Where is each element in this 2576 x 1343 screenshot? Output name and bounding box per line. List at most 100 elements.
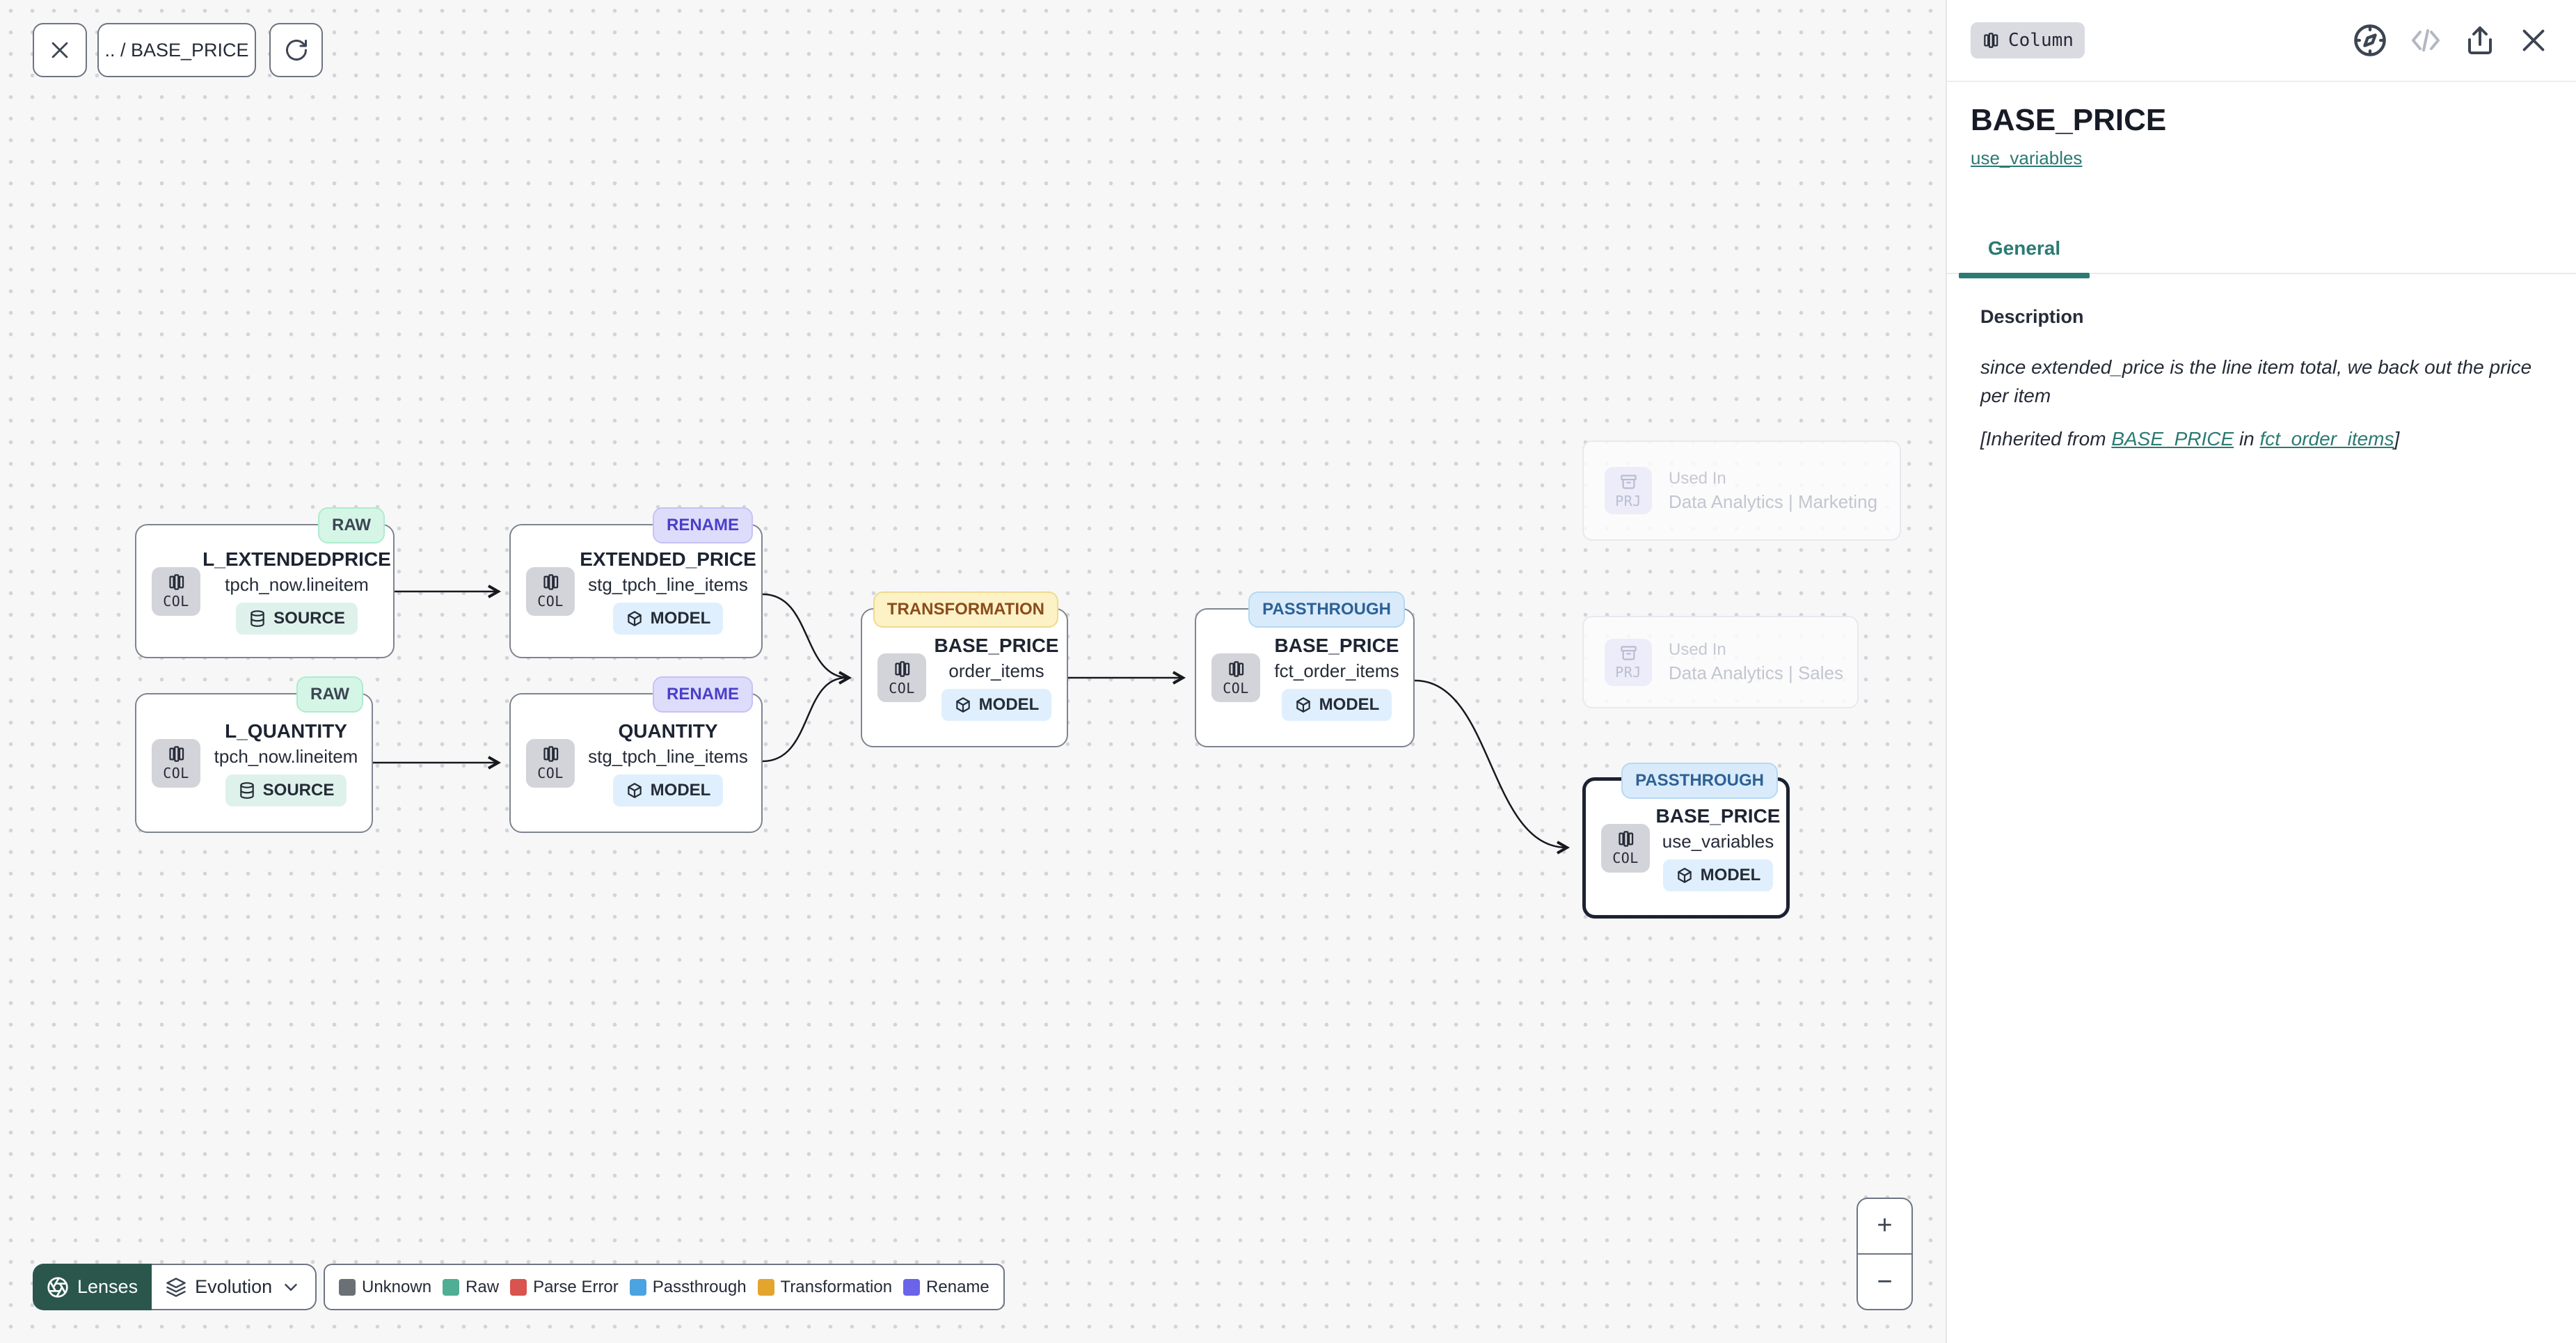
used-in-node-marketing[interactable]: PRJ Used In Data Analytics | Marketing <box>1582 440 1901 541</box>
columns-icon <box>168 746 184 762</box>
chip-label: COL <box>537 765 564 781</box>
inherited-model-link[interactable]: fct_order_items <box>2259 428 2394 450</box>
legend-item-passthrough: Passthrough <box>629 1278 747 1297</box>
chip-label: PRJ <box>1615 664 1641 681</box>
column-chip: COL <box>877 653 926 702</box>
description-heading: Description <box>1980 306 2084 327</box>
cube-icon <box>1296 697 1310 713</box>
lenses-label: Lenses <box>77 1276 138 1297</box>
column-chip: COL <box>526 566 575 616</box>
node-base-price-order-items[interactable]: TRANSFORMATION COL BASE_PRICE order_item… <box>861 591 1068 747</box>
node-title: BASE_PRICE <box>934 635 1059 656</box>
column-chip: COL <box>1601 823 1650 873</box>
node-quantity[interactable]: RENAME COL QUANTITY stg_tpch_line_items … <box>509 676 763 833</box>
share-button[interactable] <box>2463 24 2497 57</box>
archive-icon <box>1620 474 1637 489</box>
aperture-icon <box>47 1276 68 1298</box>
lineage-canvas[interactable]: .. / BASE_PRICE RAW COL L_EXTENDEDPRICE … <box>0 0 1946 1343</box>
legend-swatch <box>629 1278 646 1296</box>
node-subtitle: order_items <box>948 660 1044 681</box>
close-icon <box>51 42 68 58</box>
database-icon <box>251 610 264 627</box>
model-pill: MODEL <box>612 602 724 635</box>
source-pill: SOURCE <box>225 774 347 806</box>
node-subtitle: tpch_now.lineitem <box>214 745 358 767</box>
close-panel-button[interactable] <box>2518 24 2550 56</box>
cube-icon <box>955 697 970 713</box>
compass-icon <box>2354 24 2386 56</box>
legend-swatch <box>339 1278 356 1296</box>
zoom-in-button[interactable]: + <box>1858 1199 1911 1253</box>
column-chip: COL <box>526 738 575 788</box>
evolution-badge: PASSTHROUGH <box>1248 591 1405 628</box>
columns-icon <box>1984 33 1998 48</box>
cube-icon <box>627 782 642 798</box>
node-base-price-fct-order-items[interactable]: PASSTHROUGH COL BASE_PRICE fct_order_ite… <box>1195 591 1415 747</box>
columns-icon <box>543 746 558 762</box>
model-pill: MODEL <box>612 774 724 806</box>
chip-label: COL <box>1223 679 1249 697</box>
model-pill: MODEL <box>1281 689 1392 721</box>
node-title: BASE_PRICE <box>1655 804 1781 827</box>
model-link[interactable]: use_variables <box>1971 148 2083 168</box>
close-icon <box>2522 29 2545 51</box>
evolution-badge: RAW <box>296 676 363 713</box>
database-icon <box>239 781 254 799</box>
close-lineage-button[interactable] <box>33 23 87 77</box>
share-icon <box>2468 26 2492 54</box>
tab-general[interactable]: General <box>1959 224 2090 278</box>
legend-item-parse-error: Parse Error <box>510 1278 619 1297</box>
column-chip: COL <box>1211 653 1260 702</box>
lens-selected-value: Evolution <box>195 1276 273 1297</box>
breadcrumb[interactable]: .. / BASE_PRICE <box>97 23 256 77</box>
evolution-legend: Unknown Raw Parse Error Passthrough Tran… <box>324 1264 1005 1310</box>
refresh-icon <box>285 40 307 61</box>
model-pill: MODEL <box>941 689 1052 721</box>
legend-item-raw: Raw <box>443 1278 499 1297</box>
code-icon <box>2412 29 2440 51</box>
evolution-badge: PASSTHROUGH <box>1621 763 1778 799</box>
node-l-extendedprice[interactable]: RAW COL L_EXTENDEDPRICE tpch_now.lineite… <box>135 507 395 658</box>
node-title: EXTENDED_PRICE <box>580 548 756 570</box>
chip-label: COL <box>537 593 564 610</box>
chevron-down-icon <box>285 1283 297 1291</box>
lenses-button[interactable]: Lenses <box>33 1264 152 1310</box>
legend-swatch <box>903 1278 921 1296</box>
node-title: BASE_PRICE <box>1274 635 1399 656</box>
used-in-node-sales[interactable]: PRJ Used In Data Analytics | Sales <box>1582 616 1859 708</box>
chip-label: COL <box>1612 850 1639 866</box>
node-l-quantity[interactable]: RAW COL L_QUANTITY tpch_now.lineitem SOU… <box>135 676 373 833</box>
zoom-divider <box>1858 1253 1911 1255</box>
refresh-button[interactable] <box>269 23 323 77</box>
lens-select-dropdown[interactable]: Evolution <box>152 1264 317 1310</box>
archive-icon <box>1620 646 1637 660</box>
breadcrumb-label: .. / BASE_PRICE <box>104 39 249 61</box>
legend-swatch <box>510 1278 527 1296</box>
node-base-price-use-variables[interactable]: PASSTHROUGH COL BASE_PRICE use_variables… <box>1582 763 1790 919</box>
chip-label: COL <box>889 679 915 697</box>
project-chip: PRJ <box>1605 638 1652 686</box>
view-code-button[interactable] <box>2409 24 2442 57</box>
used-in-label: Used In <box>1669 468 1726 488</box>
legend-item-unknown: Unknown <box>339 1278 431 1297</box>
columns-icon <box>168 574 184 590</box>
columns-icon <box>1228 660 1243 677</box>
panel-header-actions <box>2352 22 2550 58</box>
explore-button[interactable] <box>2352 22 2388 58</box>
entity-type-badge: Column <box>1971 22 2085 58</box>
node-subtitle: tpch_now.lineitem <box>225 573 369 595</box>
inherited-note: [Inherited from BASE_PRICE in fct_order_… <box>1980 428 2400 450</box>
project-name: Data Analytics | Sales <box>1669 662 1843 683</box>
columns-icon <box>543 574 558 590</box>
node-extended-price[interactable]: RENAME COL EXTENDED_PRICE stg_tpch_line_… <box>509 507 763 658</box>
panel-header: Column <box>1947 0 2576 82</box>
evolution-badge: TRANSFORMATION <box>873 591 1058 628</box>
evolution-badge: RENAME <box>652 507 753 543</box>
node-title: QUANTITY <box>618 720 718 742</box>
inherited-column-link[interactable]: BASE_PRICE <box>2111 428 2234 450</box>
used-in-label: Used In <box>1669 640 1726 659</box>
legend-item-rename: Rename <box>903 1278 989 1297</box>
node-subtitle: stg_tpch_line_items <box>588 573 748 595</box>
zoom-out-button[interactable]: − <box>1858 1255 1911 1309</box>
chip-label: COL <box>163 593 189 610</box>
